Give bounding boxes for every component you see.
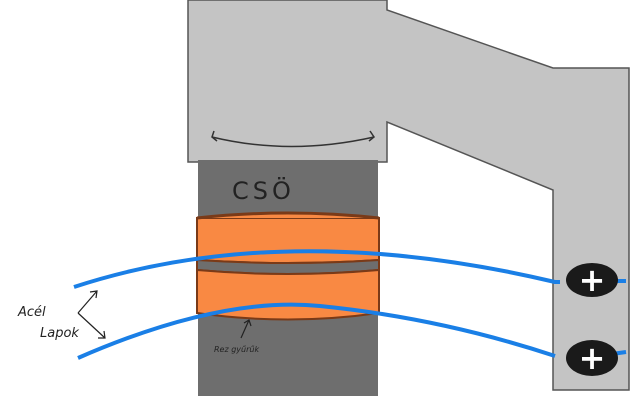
ring-pointer bbox=[240, 319, 250, 339]
terminal-upper: + bbox=[566, 261, 618, 299]
rotation-arrow-left-tick bbox=[211, 130, 218, 142]
terminal-upper-body bbox=[566, 263, 618, 297]
terminal-lower-body bbox=[566, 340, 618, 376]
wire-upper bbox=[73, 249, 560, 289]
copper-ring-upper-top-edge bbox=[196, 211, 380, 220]
ring-label: Rez gyűrűk bbox=[214, 345, 259, 354]
rod-pointer-lower bbox=[77, 312, 106, 339]
rod-pointer-lower-head-icon bbox=[98, 330, 106, 339]
rod-pointer-upper bbox=[77, 290, 98, 314]
rotation-arrow-right-tick bbox=[368, 130, 376, 142]
wire-lower bbox=[77, 302, 556, 360]
terminal-lower: + bbox=[566, 339, 618, 377]
terminal-lower-symbol: + bbox=[579, 339, 606, 377]
rod-label-line1: Acél bbox=[17, 305, 46, 320]
rotation-arrow-icon bbox=[211, 136, 375, 148]
terminal-upper-symbol: + bbox=[579, 261, 606, 299]
rod-pointer-upper-head-icon bbox=[89, 290, 98, 299]
rod-label-line2: Lapok bbox=[40, 326, 79, 341]
ring-pointer-head-icon bbox=[243, 319, 252, 327]
pipe-label: CSÖ bbox=[232, 176, 295, 205]
